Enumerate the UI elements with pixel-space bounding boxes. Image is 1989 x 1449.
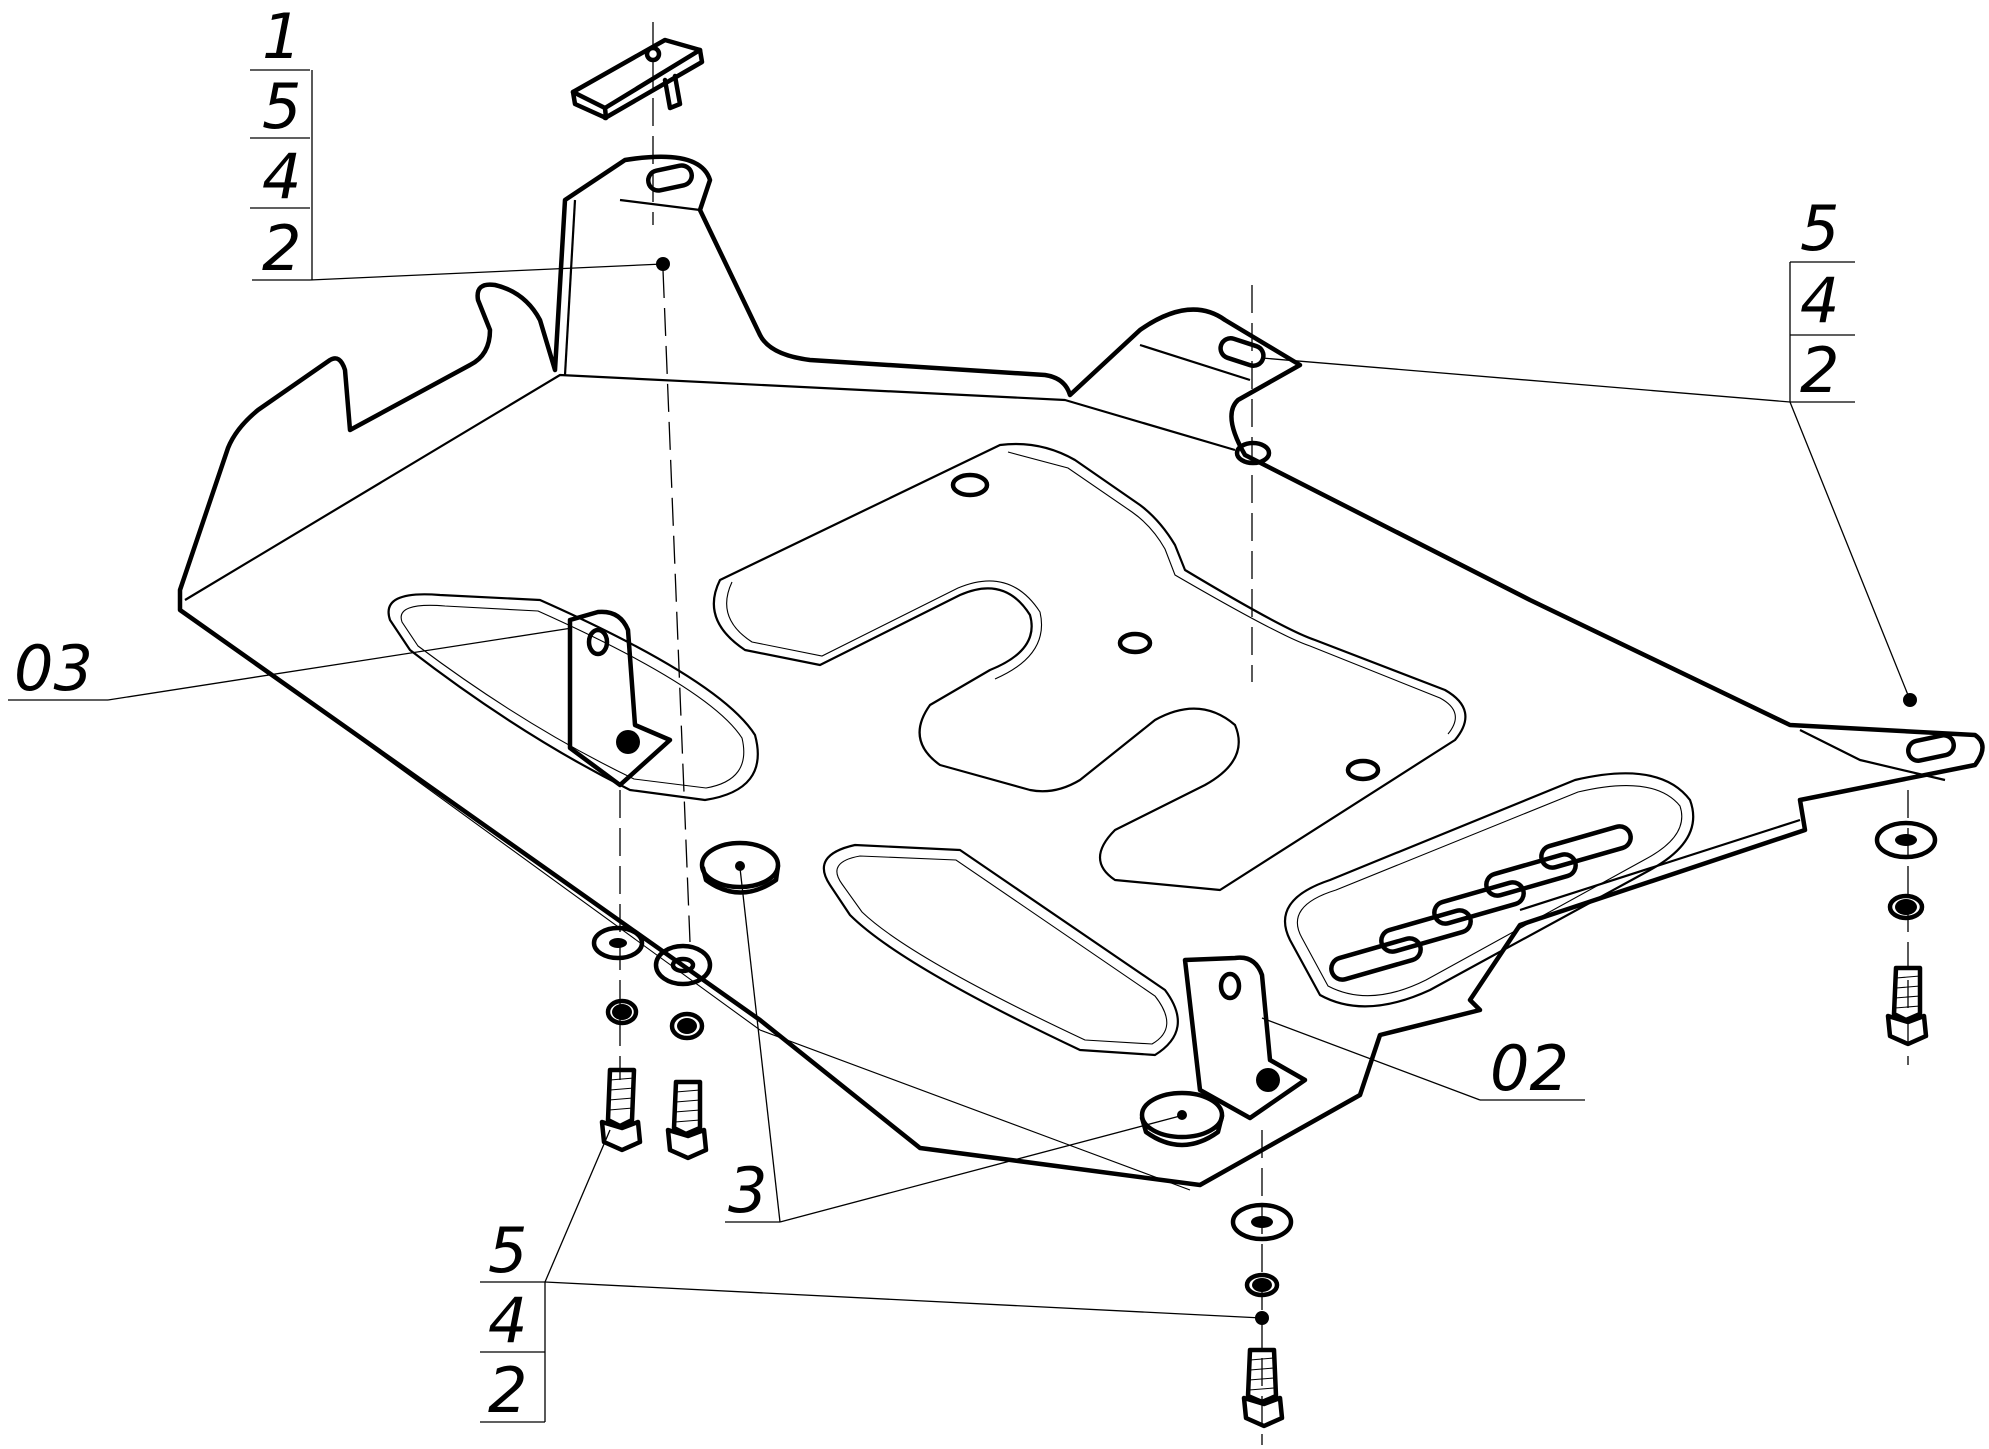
callout-label: 2	[488, 1354, 527, 1427]
plate-hole	[1117, 631, 1153, 655]
callout-3: 3	[725, 867, 1181, 1227]
embossed-ribs	[387, 442, 1695, 1057]
tab-slot-right	[1218, 336, 1266, 368]
callout-bottom-left: 5 4 2	[480, 1129, 1269, 1427]
fastener-stack-left-a	[591, 925, 645, 1153]
callout-label: 4	[488, 1284, 527, 1357]
clip-nut	[570, 37, 705, 121]
callout-right: 5 4 2	[1261, 192, 1917, 707]
callout-label: 1	[262, 0, 301, 73]
callout-label: 03	[14, 632, 93, 705]
callout-label: 3	[728, 1154, 767, 1227]
callout-label: 02	[1490, 1032, 1569, 1105]
callout-label: 5	[262, 70, 301, 143]
callout-label: 2	[1800, 334, 1839, 407]
callout-top-left: 1 5 4 2	[250, 0, 670, 285]
bracket-02	[1182, 955, 1308, 1121]
pad-right	[1139, 1090, 1225, 1148]
pad-left	[699, 840, 781, 895]
callout-label: 5	[1800, 192, 1839, 265]
bracket-03	[567, 609, 673, 788]
callout-02: 02	[1261, 1017, 1585, 1105]
plate-hole	[1345, 758, 1381, 782]
callout-label: 5	[488, 1214, 527, 1287]
plate-hole	[1234, 440, 1272, 466]
plate-hole	[950, 472, 990, 498]
fastener-stack-bottom	[1230, 1202, 1294, 1429]
callout-label: 4	[1800, 264, 1839, 337]
skid-plate	[177, 154, 1985, 1191]
callout-03: 03	[8, 627, 573, 705]
callout-label: 2	[262, 212, 301, 285]
tab-slot-top	[646, 163, 694, 193]
callout-label: 4	[262, 140, 301, 213]
tab-slot-far-right	[1906, 733, 1956, 763]
fastener-stack-left-b	[653, 943, 713, 1161]
fastener-stack-right	[1874, 820, 1938, 1047]
vent-slots	[1329, 824, 1633, 982]
